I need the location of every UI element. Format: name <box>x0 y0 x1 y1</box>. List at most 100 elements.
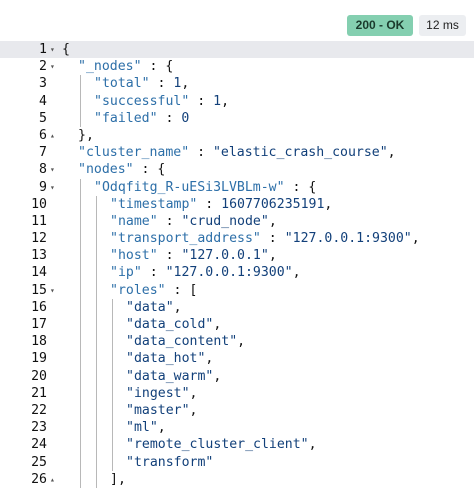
json-punctuation: : { <box>284 179 317 195</box>
json-value: 1 <box>173 76 182 92</box>
line-number: 11 <box>31 213 47 229</box>
code-text: "data", <box>126 299 182 316</box>
indent-guide <box>96 212 97 231</box>
line-number: 7 <box>39 145 47 161</box>
code-line: 16"data", <box>0 298 474 316</box>
json-key: "ip" <box>110 265 142 281</box>
indent-guide <box>80 178 81 196</box>
fold-toggle-icon[interactable]: ▾ <box>50 62 55 72</box>
code-text: "nodes" : { <box>78 161 165 178</box>
code-text: "data_hot", <box>126 350 213 367</box>
line-number: 1 <box>39 42 47 57</box>
json-punctuation: , <box>268 213 277 229</box>
json-value: "data_warm" <box>126 368 214 384</box>
line-number: 23 <box>31 420 47 436</box>
json-key: "failed" <box>94 110 158 126</box>
indent-guide <box>96 195 97 213</box>
fold-toggle-icon[interactable]: ▾ <box>50 182 55 192</box>
indent-guide <box>80 109 81 127</box>
json-punctuation: : <box>149 76 174 92</box>
line-number: 5 <box>39 110 47 126</box>
fold-toggle-icon[interactable]: ▾ <box>50 285 55 295</box>
line-number: 10 <box>31 196 47 212</box>
json-value: "elastic_crash_course" <box>212 145 388 161</box>
indent-guide <box>80 316 81 334</box>
json-punctuation: : { <box>133 162 166 178</box>
indent-guide <box>96 367 97 385</box>
json-response-editor[interactable]: 1▾{2▾"_nodes" : {3"total" : 1,4"successf… <box>0 41 474 488</box>
fold-toggle-icon[interactable]: ▴ <box>50 130 55 140</box>
code-line: 8▾"nodes" : { <box>0 161 474 178</box>
code-line: 9▾"Odqfitg_R-uESi3LVBLm-w" : { <box>0 178 474 196</box>
code-text: "ip" : "127.0.0.1:9300", <box>110 264 301 281</box>
code-line: 14"ip" : "127.0.0.1:9300", <box>0 264 474 282</box>
line-number: 24 <box>31 437 47 453</box>
response-time-badge: 12 ms <box>419 15 466 36</box>
json-punctuation: : <box>260 231 285 247</box>
indent-guide <box>112 350 113 368</box>
status-code-badge: 200 - OK <box>347 15 413 36</box>
code-line: 23"ml", <box>0 419 474 437</box>
json-key: "transport_address" <box>110 231 261 247</box>
indent-guide <box>112 298 113 316</box>
json-key: "successful" <box>94 93 190 109</box>
json-punctuation: , <box>213 317 222 332</box>
indent-guide <box>112 384 113 402</box>
json-punctuation: , <box>387 145 396 161</box>
indent-guide <box>80 264 81 282</box>
fold-toggle-icon[interactable]: ▾ <box>50 45 55 54</box>
code-text: "name" : "crud_node", <box>110 213 277 230</box>
code-text: "Odqfitg_R-uESi3LVBLm-w" : { <box>94 179 316 196</box>
code-text: "successful" : 1, <box>94 93 229 110</box>
fold-toggle-icon[interactable]: ▴ <box>50 474 55 484</box>
code-text: "failed" : 0 <box>94 110 189 127</box>
code-text: "transport_address" : "127.0.0.1:9300", <box>110 230 420 247</box>
indent-guide <box>112 453 113 471</box>
json-value: "127.0.0.1" <box>181 248 269 264</box>
indent-guide <box>80 298 81 316</box>
json-key: "name" <box>110 213 158 229</box>
json-value: "data_cold" <box>126 317 214 332</box>
json-punctuation: : <box>157 110 182 126</box>
code-line: 21"ingest", <box>0 384 474 402</box>
json-punctuation: , <box>189 385 198 401</box>
json-key: "host" <box>110 248 158 264</box>
code-text: "host" : "127.0.0.1", <box>110 247 277 264</box>
json-punctuation: , <box>268 248 277 264</box>
indent-guide <box>80 333 81 351</box>
json-value: "data_hot" <box>126 351 206 367</box>
json-punctuation: }, <box>78 127 94 143</box>
indent-guide <box>96 470 97 488</box>
code-text: "cluster_name" : "elastic_crash_course", <box>78 144 396 161</box>
line-number: 12 <box>31 231 47 247</box>
json-punctuation: : <box>189 93 214 109</box>
code-line: 19"data_hot", <box>0 350 474 368</box>
fold-toggle-icon[interactable]: ▾ <box>50 165 55 175</box>
json-value: "ingest" <box>126 385 190 401</box>
json-punctuation: : <box>197 196 222 212</box>
code-line: 13"host" : "127.0.0.1", <box>0 247 474 265</box>
json-punctuation: , <box>213 368 222 384</box>
json-key: "Odqfitg_R-uESi3LVBLm-w" <box>94 179 285 195</box>
code-text: "remote_cluster_client", <box>126 436 317 453</box>
code-text: "data_warm", <box>126 368 221 385</box>
indent-guide <box>96 316 97 334</box>
json-punctuation: , <box>308 437 317 453</box>
code-line: 18"data_content", <box>0 333 474 351</box>
indent-guide <box>96 384 97 402</box>
indent-guide <box>80 401 81 420</box>
code-line: 4"successful" : 1, <box>0 92 474 110</box>
indent-guide <box>96 401 97 420</box>
line-number: 6 <box>39 127 47 143</box>
indent-guide <box>112 316 113 334</box>
code-line: 20"data_warm", <box>0 367 474 385</box>
indent-guide <box>96 281 97 299</box>
line-number: 2 <box>39 59 47 75</box>
indent-guide <box>96 453 97 471</box>
indent-guide <box>80 436 81 454</box>
code-text: { <box>62 41 70 58</box>
json-value: "master" <box>126 402 190 418</box>
json-value: "crud_node" <box>181 213 269 229</box>
indent-guide <box>80 384 81 402</box>
json-punctuation: : <box>189 145 213 161</box>
